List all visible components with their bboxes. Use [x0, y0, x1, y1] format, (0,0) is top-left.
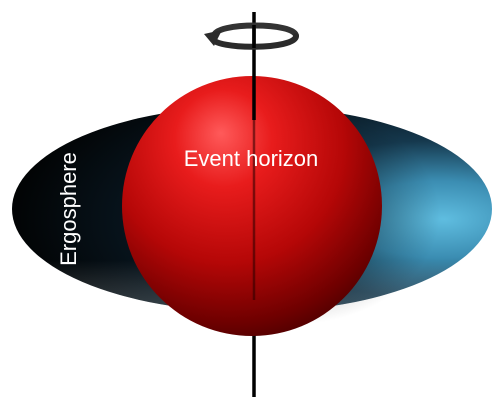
event-horizon-label: Event horizon [184, 146, 319, 171]
rotation-arrow-icon [204, 25, 296, 48]
ergosphere-label: Ergosphere [56, 152, 81, 266]
event-horizon-sphere [122, 76, 382, 336]
